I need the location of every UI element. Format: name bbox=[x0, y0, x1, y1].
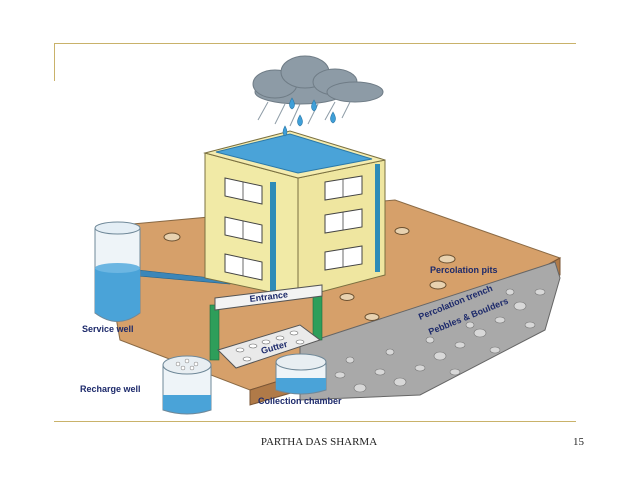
label-entrance: Entrance bbox=[249, 289, 288, 304]
gutter-grating bbox=[217, 324, 322, 369]
service-well bbox=[94, 221, 141, 322]
label-service-well: Service well bbox=[82, 324, 134, 334]
downpipe-left bbox=[270, 182, 276, 294]
collection-chamber bbox=[275, 353, 327, 395]
label-percolation-pits: Percolation pits bbox=[430, 265, 498, 275]
pebbles-texture bbox=[313, 288, 546, 393]
window-mullions bbox=[242, 179, 344, 276]
entrance-sign bbox=[214, 284, 323, 311]
page-number: 15 bbox=[573, 436, 584, 448]
pebbles-trench bbox=[299, 261, 561, 401]
label-collection-chamber: Collection chamber bbox=[258, 396, 342, 406]
label-recharge-well: Recharge well bbox=[80, 384, 141, 394]
gutter-holes bbox=[235, 330, 305, 362]
windows bbox=[224, 175, 363, 281]
raindrops bbox=[282, 97, 336, 137]
rain-streaks bbox=[257, 101, 351, 127]
rain-cloud bbox=[252, 55, 384, 105]
entrance-post-left bbox=[209, 304, 220, 361]
recharge-well bbox=[162, 355, 212, 415]
footer-author: PARTHA DAS SHARMA bbox=[260, 436, 378, 448]
percolation-pits bbox=[163, 227, 456, 321]
frame-bottom-line bbox=[54, 421, 576, 422]
frame-top-line bbox=[54, 43, 576, 44]
entrance-post-right bbox=[312, 294, 323, 341]
frame-left-line bbox=[54, 43, 55, 81]
downpipe-right bbox=[375, 164, 380, 272]
